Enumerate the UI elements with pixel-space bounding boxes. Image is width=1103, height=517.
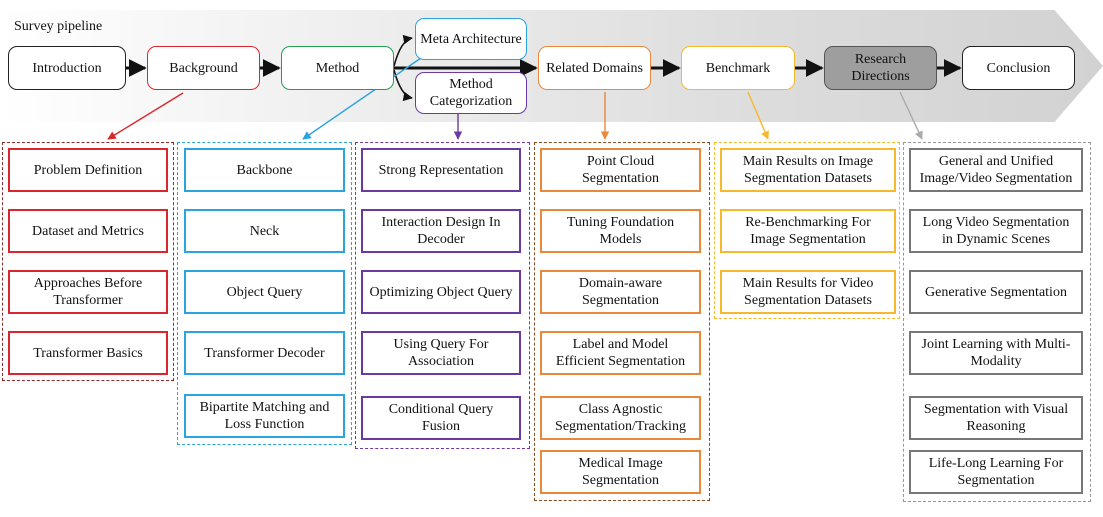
item-dataset-and-metrics: Dataset and Metrics [8,209,168,253]
item-neck: Neck [184,209,345,253]
stage-meta-architecture: Meta Architecture [415,18,527,60]
group-meta-architecture [177,142,352,445]
item-generative-segmentation: Generative Segmentation [909,270,1083,314]
item-domain-aware-segmentation: Domain-aware Segmentation [540,270,701,314]
item-point-cloud-segmentation: Point Cloud Segmentation [540,148,701,192]
stage-background: Background [147,46,260,90]
item-using-query-for-association: Using Query For Association [361,331,521,375]
item-class-agnostic-segmentation: Class Agnostic Segmentation/Tracking [540,396,701,440]
item-backbone: Backbone [184,148,345,192]
item-strong-representation: Strong Representation [361,148,521,192]
item-bipartite-matching: Bipartite Matching and Loss Function [184,394,345,438]
item-visual-reasoning: Segmentation with Visual Reasoning [909,396,1083,440]
stage-research-directions: Research Directions [824,46,937,90]
item-transformer-decoder: Transformer Decoder [184,331,345,375]
item-re-benchmarking: Re-Benchmarking For Image Segmentation [720,209,896,253]
stage-method: Method [281,46,394,90]
stage-related-domains: Related Domains [538,46,651,90]
item-interaction-design: Interaction Design In Decoder [361,209,521,253]
group-method-categorization [355,142,530,449]
item-optimizing-object-query: Optimizing Object Query [361,270,521,314]
item-transformer-basics: Transformer Basics [8,331,168,375]
group-related-domains [534,142,710,501]
item-medical-image-segmentation: Medical Image Segmentation [540,450,701,494]
item-joint-learning: Joint Learning with Multi-Modality [909,331,1083,375]
stage-conclusion: Conclusion [962,46,1075,90]
item-object-query: Object Query [184,270,345,314]
pipeline-title: Survey pipeline [14,19,103,34]
item-main-results-video: Main Results for Video Segmentation Data… [720,270,896,314]
item-long-video-segmentation: Long Video Segmentation in Dynamic Scene… [909,209,1083,253]
item-tuning-foundation-models: Tuning Foundation Models [540,209,701,253]
item-approaches-before-transformer: Approaches Before Transformer [8,270,168,314]
group-benchmark [714,142,900,319]
stage-benchmark: Benchmark [681,46,795,90]
item-life-long-learning: Life-Long Learning For Segmentation [909,450,1083,494]
item-main-results-image: Main Results on Image Segmentation Datas… [720,148,896,192]
group-background [2,142,174,381]
stage-method-categorization: Method Categorization [415,72,527,114]
item-problem-definition: Problem Definition [8,148,168,192]
stage-introduction: Introduction [8,46,126,90]
item-conditional-query-fusion: Conditional Query Fusion [361,396,521,440]
item-general-unified: General and Unified Image/Video Segmenta… [909,148,1083,192]
item-label-model-efficient: Label and Model Efficient Segmentation [540,331,701,375]
group-research-directions [903,142,1091,502]
